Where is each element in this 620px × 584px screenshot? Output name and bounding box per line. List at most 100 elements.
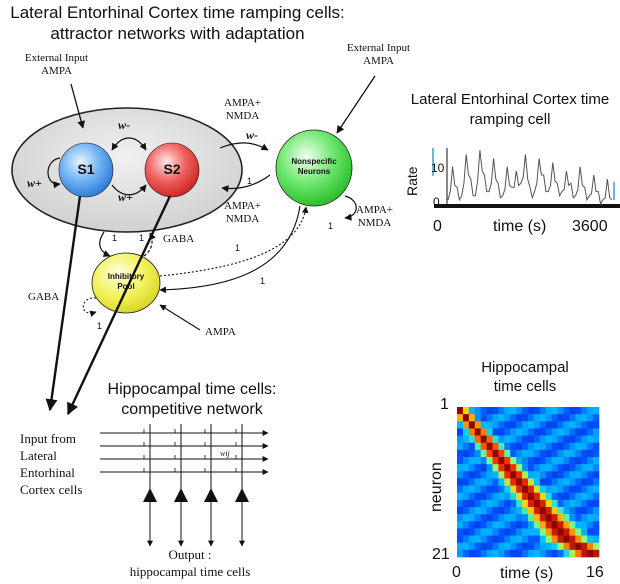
heatmap-cell <box>593 421 600 429</box>
heatmap-cell <box>486 449 493 458</box>
heatmap-cell <box>457 414 464 422</box>
heatmap-cell <box>581 499 588 508</box>
inhib-self-arrow <box>82 297 97 318</box>
trace-x-label: time (s) <box>493 218 547 235</box>
heatmap-cell <box>492 507 499 515</box>
heatmap-cell <box>462 542 470 551</box>
heatmap-cell <box>557 528 564 536</box>
heatmap-cell <box>486 442 493 451</box>
heatmap-cell <box>539 414 547 422</box>
ampa-nmda-upper-label: AMPA+ NMDA <box>215 97 270 123</box>
inhibitory-line-1: Inhibitory <box>107 272 145 281</box>
heatmap-cell <box>516 421 523 429</box>
heatmap-cell <box>593 414 600 422</box>
heatmap-cell <box>510 407 517 415</box>
heatmap-cell <box>480 535 487 544</box>
heatmap-cell <box>504 542 511 551</box>
heatmap-cell <box>581 457 588 465</box>
heatmap-cell <box>569 449 576 458</box>
heatmap-cell <box>569 514 576 522</box>
heatmap-cell <box>522 549 529 558</box>
heatmap-cell <box>504 421 511 429</box>
heatmap-cell <box>486 535 493 544</box>
heatmap-cell <box>474 435 481 444</box>
heatmap-cell <box>468 421 476 429</box>
heatmap-cell <box>504 414 511 422</box>
heatmap-cell <box>528 435 535 444</box>
heatmap-cell <box>474 457 481 465</box>
heatmap-cell <box>528 535 535 544</box>
heatmap-cell <box>462 478 470 486</box>
heatmap-cell <box>498 407 505 415</box>
synapse-mark <box>143 442 148 447</box>
input-label-line-4: Cortex cells <box>20 482 83 497</box>
synapse-mark <box>204 455 209 460</box>
heatmap-cell <box>575 464 582 472</box>
heatmap-cell <box>557 407 564 415</box>
heatmap-cell <box>569 414 576 422</box>
heatmap-cell <box>593 528 600 536</box>
heatmap-cell <box>528 471 535 479</box>
heatmap-cell <box>539 485 547 494</box>
nonspecific-node <box>275 129 353 207</box>
heatmap-cell <box>457 471 464 479</box>
heatmap-cell <box>575 428 582 436</box>
weight-one-label: 1 <box>139 233 145 243</box>
inhibitory-line-2: Pool <box>117 282 135 291</box>
ramping-rate-trace <box>447 150 613 206</box>
heatmap-cell <box>551 471 558 479</box>
heatmap-cell <box>551 464 558 472</box>
heatmap-cell <box>498 485 505 494</box>
heatmap-cell <box>551 499 558 508</box>
ampa-nmda-lower-arrow <box>221 174 271 193</box>
heatmap-cell <box>474 528 481 536</box>
heatmap-cell <box>457 449 464 458</box>
input-label-line-3: Entorhinal <box>20 465 75 480</box>
nonspecific-to-inhib-arrow <box>159 205 301 294</box>
synapse-mark <box>204 429 209 434</box>
heatmap-cell <box>581 435 588 444</box>
heatmap-cell <box>522 471 529 479</box>
gaba-left-label: GABA <box>28 291 60 303</box>
heatmap-cell <box>545 407 552 415</box>
heatmap-cell <box>492 471 499 479</box>
heatmap-cell <box>593 499 600 508</box>
nonspecific-label: Nonspecific Neurons <box>276 157 352 177</box>
heatmap-cell <box>528 464 535 472</box>
heatmap-cell <box>504 499 511 508</box>
heatmap-x-tick-16: 16 <box>586 564 604 581</box>
inhib-to-excit-arrow <box>143 232 156 257</box>
heatmap-cell <box>468 449 476 458</box>
heatmap-cell <box>468 535 476 544</box>
heatmap-cell <box>533 528 541 536</box>
heatmap-cell <box>539 492 547 501</box>
ext-input-left-line-1: External Input <box>24 52 89 64</box>
output-label-line-2: hippocampal time cells <box>129 564 251 579</box>
ampa-to-inhib-arrow <box>159 304 201 331</box>
heatmap-cell <box>557 457 564 465</box>
heatmap-cell <box>462 535 470 544</box>
heatmap-cell <box>522 485 529 494</box>
heatmap-cell <box>545 542 552 551</box>
heatmap-cell <box>486 499 493 508</box>
heatmap-cell <box>468 492 476 501</box>
weight-one-label: 1 <box>328 221 334 231</box>
heatmap-cell <box>457 464 464 472</box>
synapse-mark <box>143 455 148 460</box>
nonspecific-line-2: Neurons <box>297 167 331 176</box>
input-label-line-2: Lateral <box>20 448 57 463</box>
heatmap-cell <box>539 528 547 536</box>
heatmap-cell <box>545 514 552 522</box>
heatmap-cell <box>516 414 523 422</box>
heatmap-cell <box>462 428 470 436</box>
heatmap-cell <box>480 421 487 429</box>
heatmap-cell <box>575 421 582 429</box>
heatmap-cell <box>498 414 505 422</box>
heatmap-cell <box>492 492 499 501</box>
heatmap-cell <box>587 442 594 451</box>
w-plus-mid-label: w+ <box>118 190 133 204</box>
heatmap-cell <box>504 457 511 465</box>
nonspecific-self-arrow <box>344 195 357 221</box>
heatmap-cell <box>539 478 547 486</box>
heatmap-cell <box>545 435 552 444</box>
